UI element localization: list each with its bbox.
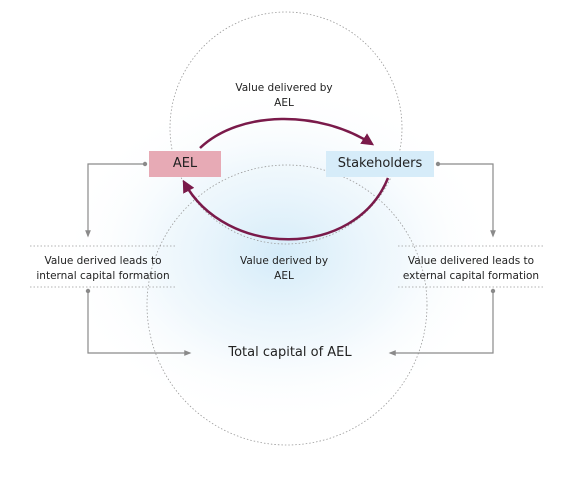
total-capital-label: Total capital of AEL xyxy=(228,345,352,360)
ael-node: AEL xyxy=(149,151,221,177)
internal-capital-line-1: Value derived leads to xyxy=(44,255,162,267)
value-derived-line-1: Value derived by xyxy=(239,255,329,267)
left-connector-to-total xyxy=(87,291,192,356)
left-connector-down xyxy=(85,163,145,238)
right-connector-down xyxy=(438,163,496,238)
value-delivered-line-2: AEL xyxy=(274,97,294,109)
value-delivered-label: Value delivered by AEL xyxy=(228,81,340,111)
external-capital-label: Value delivered leads to external capita… xyxy=(398,254,544,284)
value-delivered-line-1: Value delivered by xyxy=(235,82,333,94)
top-dotted-circle xyxy=(169,11,403,245)
internal-capital-line-2: internal capital formation xyxy=(36,270,170,282)
external-capital-line-2: external capital formation xyxy=(402,270,540,282)
external-capital-line-1: Value delivered leads to xyxy=(407,255,535,267)
internal-capital-label: Value derived leads to internal capital … xyxy=(30,254,176,284)
stakeholders-node: Stakeholders xyxy=(326,151,434,177)
value-derived-arrow xyxy=(182,177,390,241)
value-delivered-arrow xyxy=(199,117,375,149)
total-capital-dotted-circle xyxy=(146,164,428,446)
right-connector-to-total xyxy=(388,291,494,356)
value-derived-line-2: AEL xyxy=(274,270,294,282)
value-derived-label: Value derived by AEL xyxy=(228,254,340,284)
